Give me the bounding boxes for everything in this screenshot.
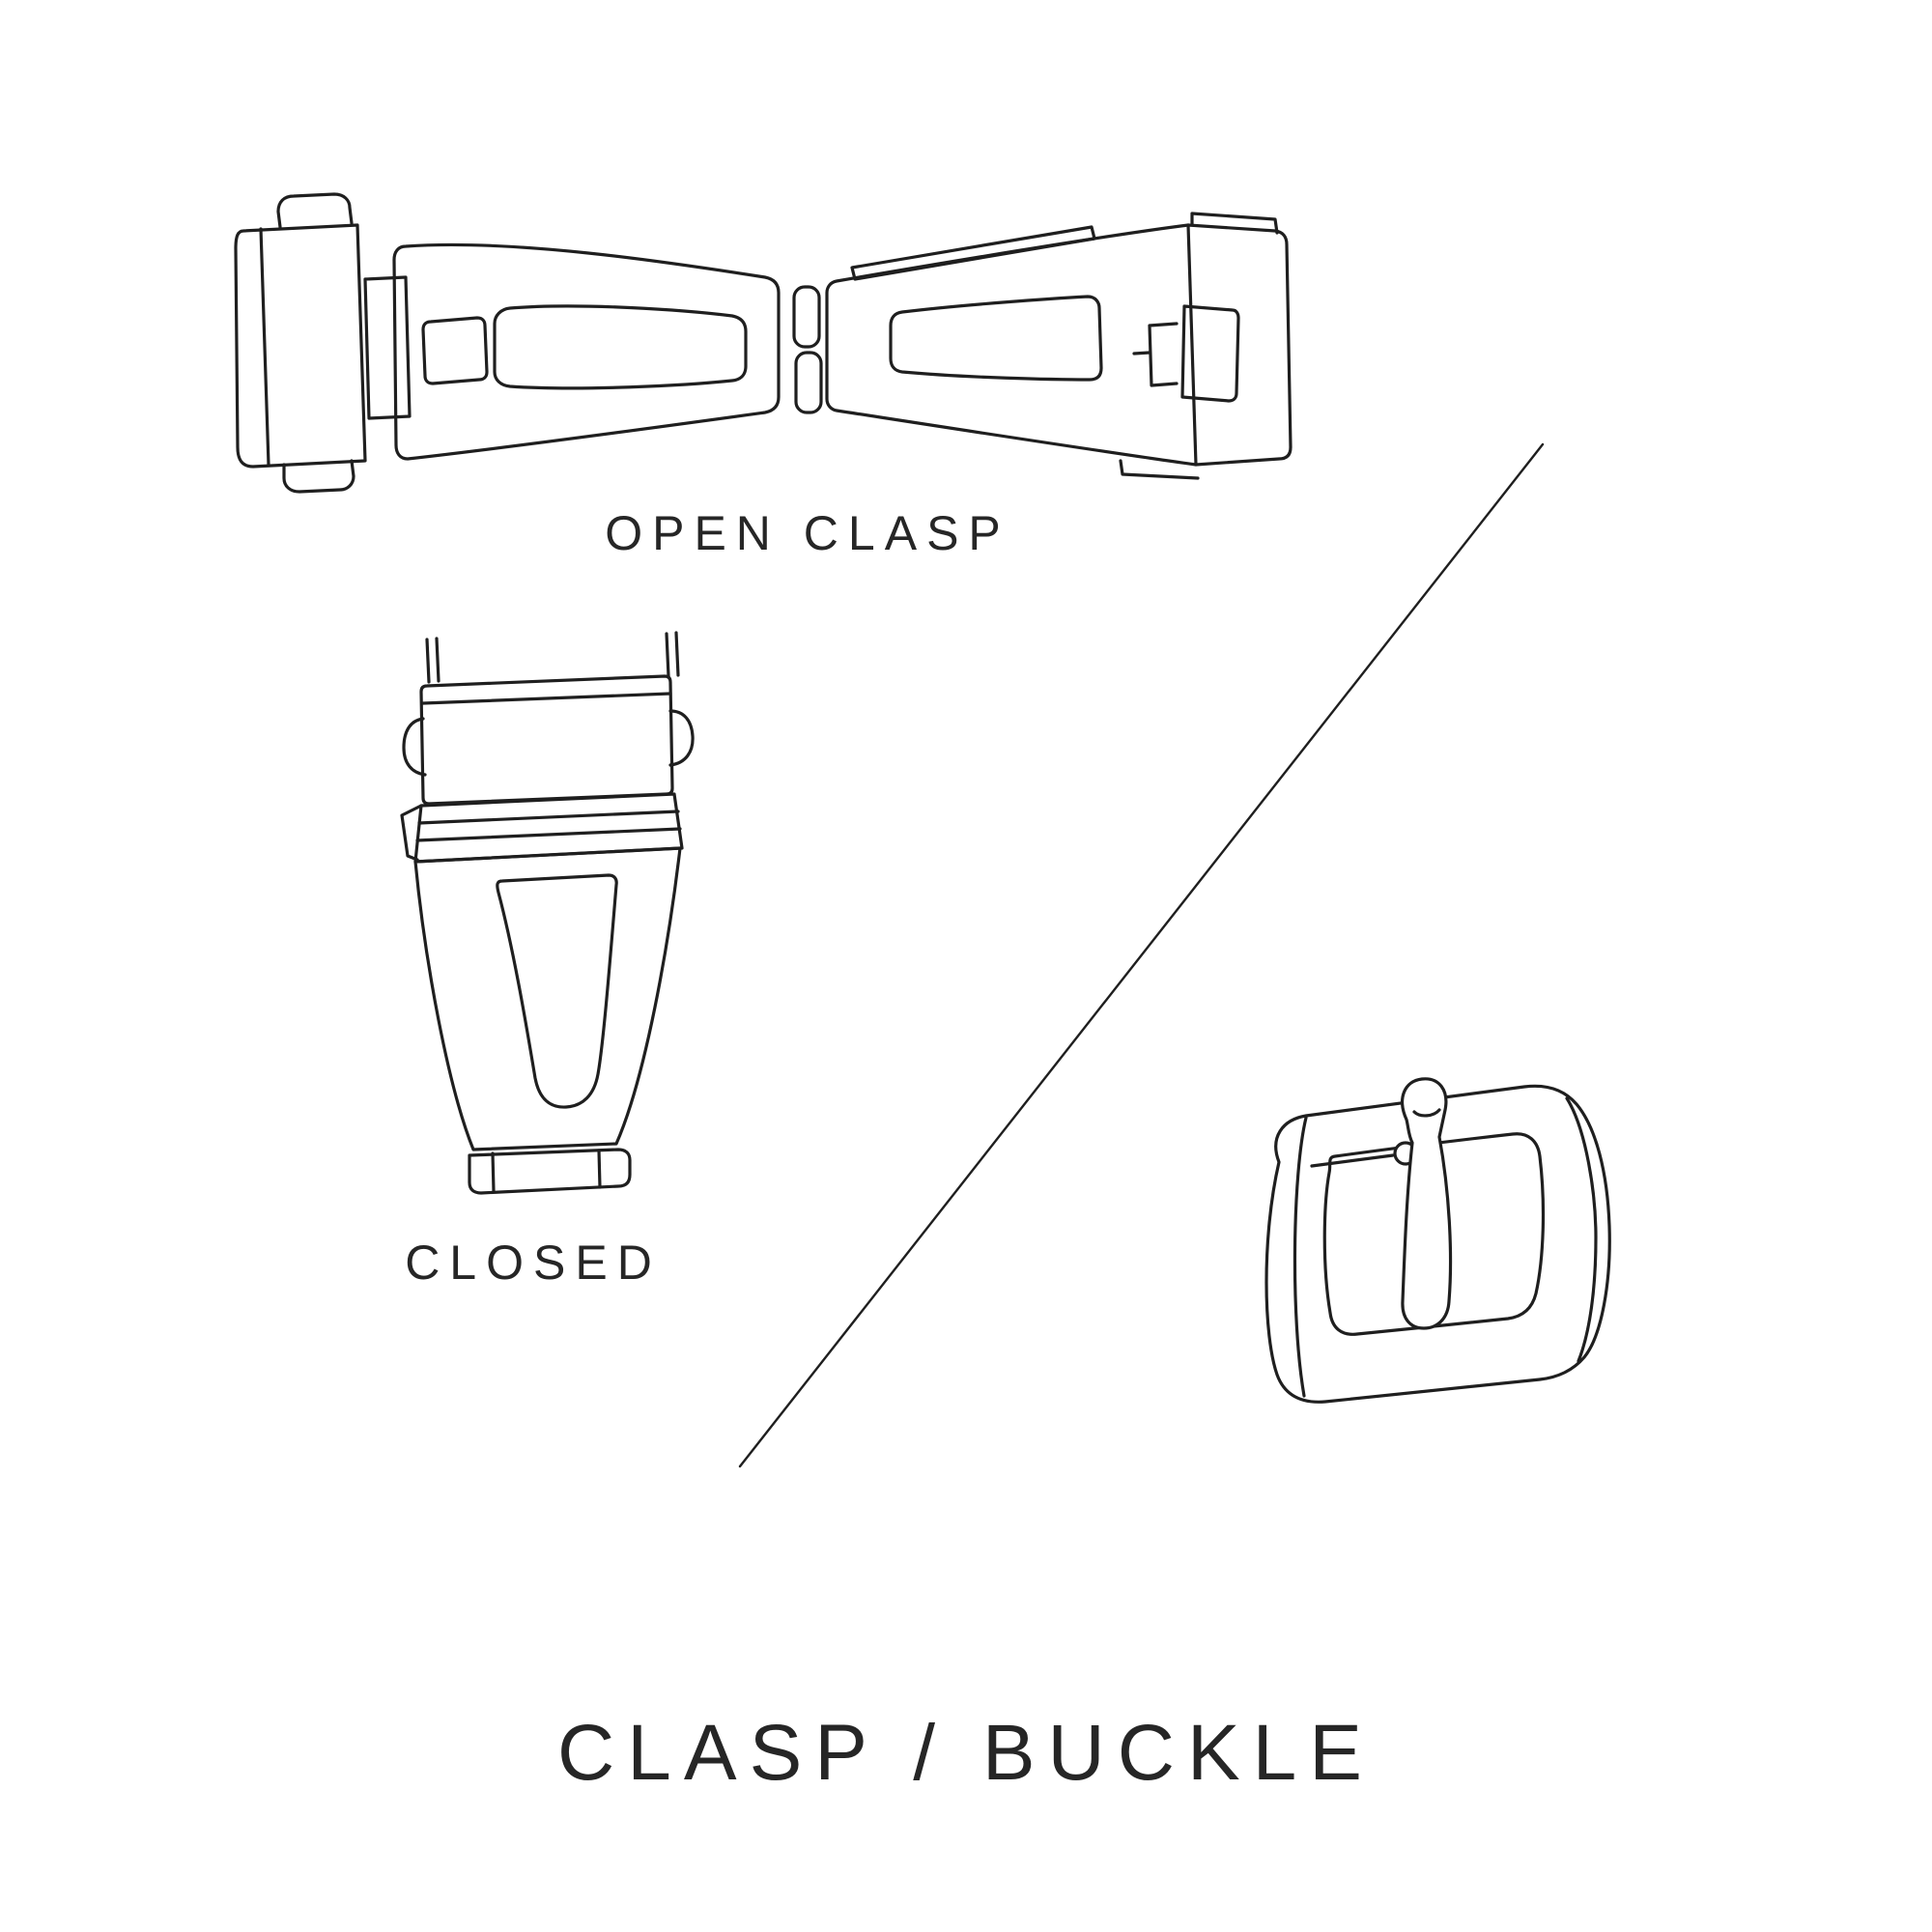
closed-clasp-label: CLOSED — [405, 1236, 662, 1290]
open-clasp-illustration — [234, 192, 1293, 494]
diagram-title: CLASP / BUCKLE — [557, 1709, 1375, 1797]
buckle-illustration — [1264, 1077, 1611, 1404]
open-clasp-label: OPEN CLASP — [605, 506, 1010, 560]
closed-clasp-illustration — [400, 631, 695, 1195]
